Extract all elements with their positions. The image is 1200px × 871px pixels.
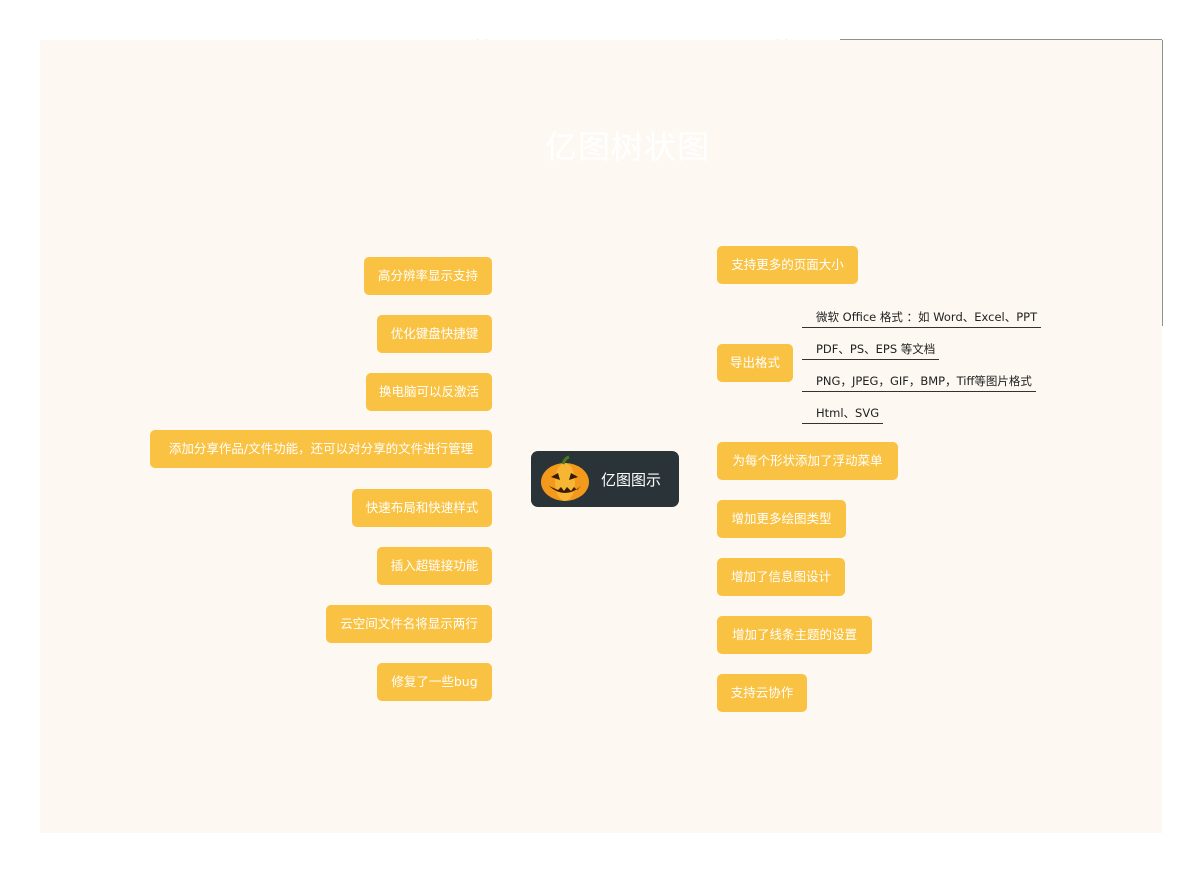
node-label: 快速布局和快速样式 bbox=[365, 500, 479, 515]
node-label: 支持更多的页面大小 bbox=[731, 257, 844, 272]
left-node-6[interactable]: 插入超链接功能 bbox=[377, 547, 492, 585]
sub-label: PNG，JPEG，GIF，BMP，Tiff等图片格式 bbox=[816, 374, 1032, 388]
right-node-5[interactable]: 增加了信息图设计 bbox=[717, 558, 845, 596]
sub-label: 微软 Office 格式 ：如 Word、Excel、PPT bbox=[816, 310, 1038, 324]
export-sub-html[interactable]: Html、SVG bbox=[802, 405, 884, 424]
node-label: 云空间文件名将显示两行 bbox=[340, 616, 478, 631]
right-node-2[interactable]: 导出格式 bbox=[717, 344, 793, 382]
export-sub-office[interactable]: 微软 Office 格式 ：如 Word、Excel、PPT bbox=[802, 309, 1042, 328]
left-node-3[interactable]: 换电脑可以反激活 bbox=[366, 373, 492, 411]
left-node-5[interactable]: 快速布局和快速样式 bbox=[352, 489, 492, 527]
sub-label: PDF、PS、EPS 等文档 bbox=[816, 342, 936, 356]
node-label: 添加分享作品/文件功能，还可以对分享的文件进行管理 bbox=[168, 441, 474, 456]
banner-title: 亿图树状图 bbox=[544, 128, 710, 166]
node-label: 插入超链接功能 bbox=[390, 558, 479, 573]
node-label: 换电脑可以反激活 bbox=[378, 384, 479, 399]
left-node-4[interactable]: 添加分享作品/文件功能，还可以对分享的文件进行管理 bbox=[150, 430, 492, 468]
export-sub-image[interactable]: PNG，JPEG，GIF，BMP，Tiff等图片格式 bbox=[802, 373, 1036, 392]
export-sub-pdf[interactable]: PDF、PS、EPS 等文档 bbox=[802, 341, 940, 360]
left-node-8[interactable]: 修复了一些bug bbox=[377, 663, 492, 701]
node-label: 增加了线条主题的设置 bbox=[731, 627, 857, 642]
node-label: 增加更多绘图类型 bbox=[731, 511, 832, 526]
central-topic-label: 亿图图示 bbox=[601, 470, 662, 489]
node-label: 修复了一些bug bbox=[391, 674, 478, 689]
right-node-3[interactable]: 为每个形状添加了浮动菜单 bbox=[717, 442, 898, 480]
right-node-7[interactable]: 支持云协作 bbox=[717, 674, 807, 712]
left-node-7[interactable]: 云空间文件名将显示两行 bbox=[326, 605, 492, 643]
left-node-2[interactable]: 优化键盘快捷键 bbox=[377, 315, 492, 353]
right-node-4[interactable]: 增加更多绘图类型 bbox=[717, 500, 846, 538]
sub-label: Html、SVG bbox=[816, 406, 880, 420]
central-topic[interactable]: 亿图图示 bbox=[531, 451, 679, 507]
node-label: 增加了信息图设计 bbox=[730, 569, 831, 584]
right-node-6[interactable]: 增加了线条主题的设置 bbox=[717, 616, 872, 654]
node-label: 支持云协作 bbox=[730, 685, 794, 700]
node-label: 导出格式 bbox=[729, 355, 780, 370]
node-label: 为每个形状添加了浮动菜单 bbox=[732, 453, 883, 468]
node-label: 高分辨率显示支持 bbox=[377, 268, 478, 283]
right-node-1[interactable]: 支持更多的页面大小 bbox=[717, 246, 858, 284]
left-node-1[interactable]: 高分辨率显示支持 bbox=[364, 257, 492, 295]
pumpkin-icon bbox=[541, 455, 589, 501]
node-label: 优化键盘快捷键 bbox=[390, 326, 479, 341]
